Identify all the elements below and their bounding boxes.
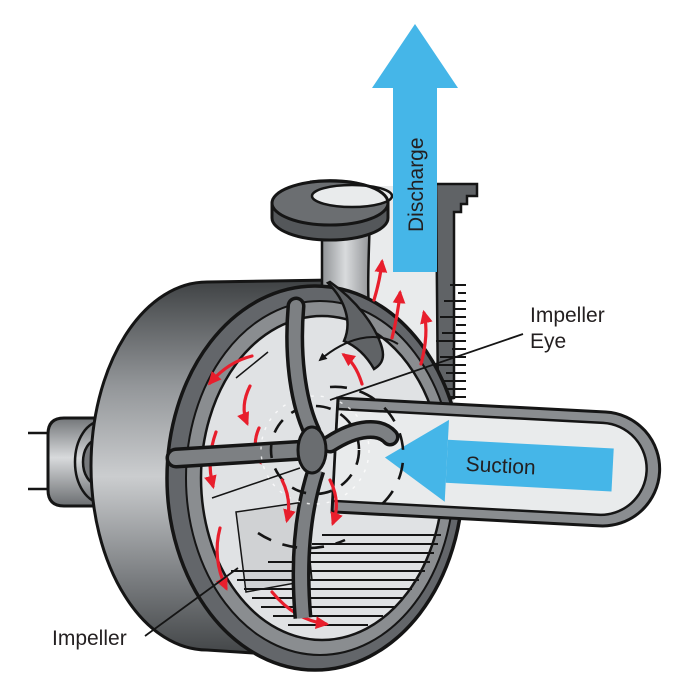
impeller-eye-dashes bbox=[257, 385, 405, 550]
discharge-flange bbox=[270, 179, 394, 242]
flow-arrows-eye-and-channel bbox=[280, 258, 433, 526]
impeller-eye-pointer-line bbox=[329, 333, 524, 401]
eye-inflow-arrow bbox=[318, 336, 399, 362]
impeller-blade-upper bbox=[285, 296, 322, 442]
suction-label: Suction bbox=[465, 453, 536, 480]
suction-arrow: Suction bbox=[384, 419, 614, 502]
impeller-blade-right bbox=[320, 419, 400, 454]
discharge-wall-stepped bbox=[434, 182, 479, 403]
callout-impeller: Impeller bbox=[52, 567, 239, 650]
callout-impeller-eye: Impeller Eye bbox=[329, 304, 605, 401]
impeller-eye-label-line2: Eye bbox=[530, 330, 566, 353]
volute-tongue bbox=[325, 280, 385, 371]
impeller-hub bbox=[296, 425, 328, 475]
suction-pipe: Suction bbox=[330, 396, 662, 528]
impeller-pointer-line bbox=[144, 567, 239, 637]
impeller-blade-lower bbox=[291, 467, 326, 619]
flange-opening bbox=[310, 183, 394, 209]
impeller-eye-label-line1: Impeller bbox=[530, 304, 605, 327]
discharge-label: Discharge bbox=[405, 137, 428, 232]
discharge-arrow: Discharge bbox=[372, 24, 458, 272]
impeller-blade-left bbox=[165, 439, 316, 469]
volute-hatch-lines bbox=[231, 534, 441, 626]
impeller-label: Impeller bbox=[52, 627, 127, 650]
